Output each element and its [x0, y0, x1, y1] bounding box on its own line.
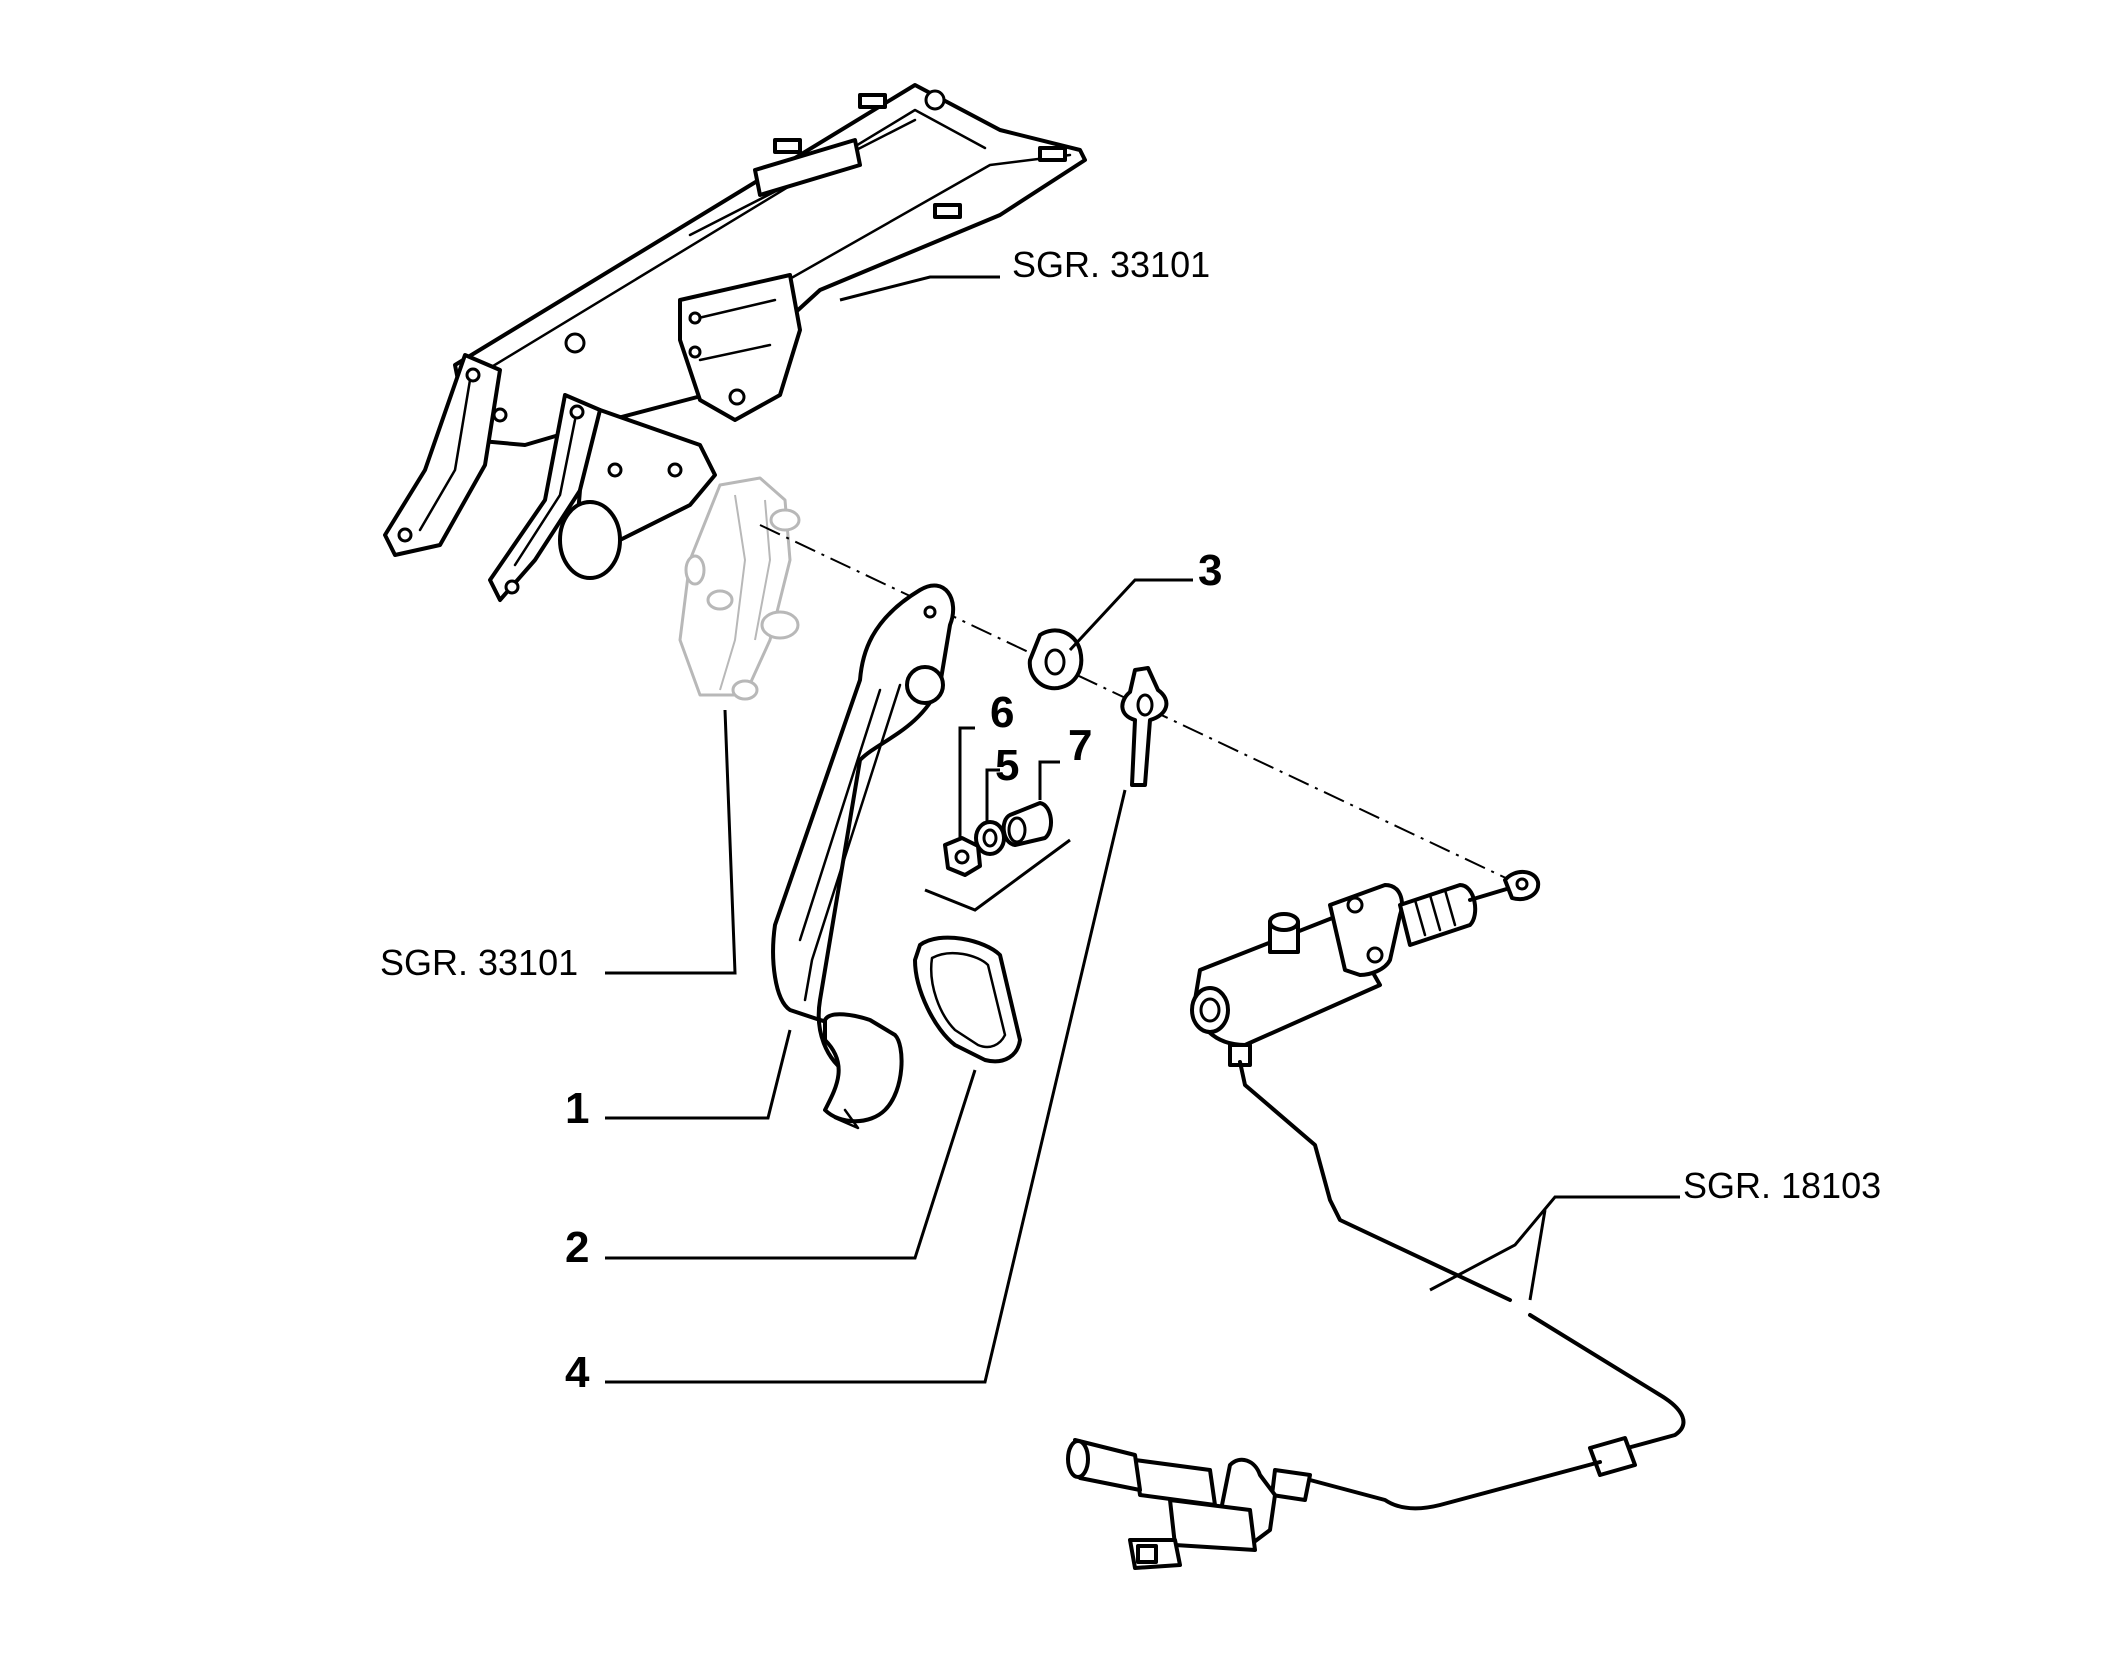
clutch-slave-cylinder [1066, 1438, 1277, 1570]
pedal-support-bracket [383, 83, 1087, 602]
clutch-pedal-lever [771, 583, 956, 1130]
callout-part-5: 5 [995, 741, 1019, 790]
callout-part-7: 7 [1068, 721, 1092, 770]
ref-label-hydraulic-line: SGR. 18103 [1683, 1165, 1881, 1206]
washer-part-5 [974, 820, 1006, 856]
callout-part-2: 2 [565, 1223, 589, 1272]
pedal-pad-part-2 [913, 935, 1022, 1064]
clip-pin-part-4 [1120, 666, 1169, 787]
leader-lines [605, 275, 1680, 1384]
ref-label-pivot-bracket: SGR. 33101 [380, 942, 578, 983]
spacer-part-7 [1001, 801, 1053, 847]
ref-label-support-bracket: SGR. 33101 [1012, 244, 1210, 285]
pivot-bracket-ghost [678, 476, 801, 701]
callout-part-3: 3 [1198, 546, 1222, 595]
callout-part-6: 6 [990, 688, 1014, 737]
callout-part-4: 4 [565, 1348, 590, 1397]
clutch-master-cylinder [1190, 870, 1541, 1067]
hydraulic-line [1238, 1060, 1686, 1511]
group-bracket-567 [924, 838, 1071, 912]
nut-part-6 [943, 836, 982, 877]
pivot-axis-line [759, 524, 1511, 881]
bushing-part-3 [1027, 628, 1084, 691]
callout-part-1: 1 [565, 1084, 589, 1133]
